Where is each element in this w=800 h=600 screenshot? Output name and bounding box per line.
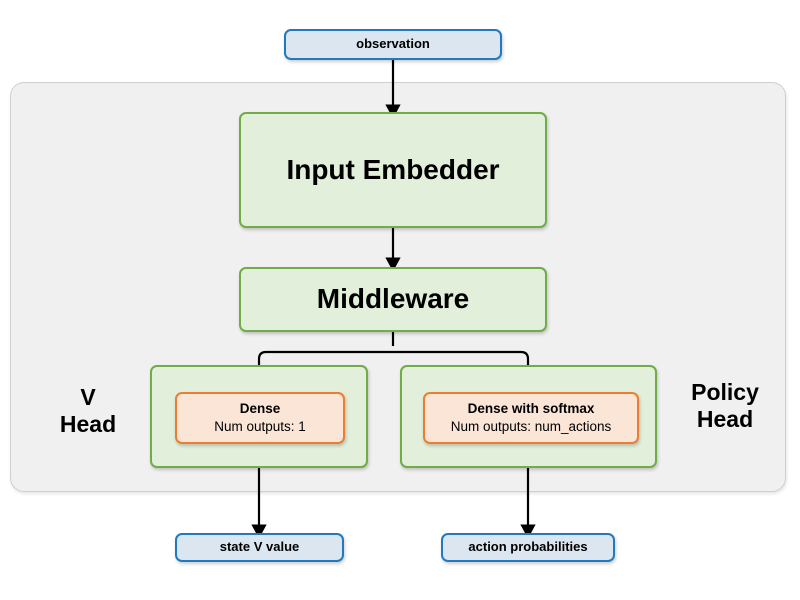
node-state-v-value[interactable]: state V value (175, 533, 344, 562)
node-middleware-label: Middleware (316, 283, 470, 315)
node-observation-label: observation (356, 36, 430, 52)
v-head-dense-box[interactable]: Dense Num outputs: 1 (175, 392, 345, 444)
v-head-label: V Head (59, 384, 117, 438)
policy-head-label: Policy Head (691, 379, 759, 433)
policy-head-group[interactable]: Dense with softmax Num outputs: num_acti… (400, 365, 657, 468)
node-action-probabilities-label: action probabilities (468, 539, 588, 555)
node-action-probabilities[interactable]: action probabilities (441, 533, 615, 562)
policy-head-dense-box[interactable]: Dense with softmax Num outputs: num_acti… (423, 392, 639, 444)
v-head-dense-title: Dense (239, 401, 281, 417)
node-observation[interactable]: observation (284, 29, 502, 60)
node-input-embedder[interactable]: Input Embedder (239, 112, 547, 228)
node-state-v-value-label: state V value (219, 539, 300, 555)
v-head-dense-subtitle: Num outputs: 1 (214, 419, 306, 434)
node-input-embedder-label: Input Embedder (286, 153, 500, 185)
policy-head-dense-title: Dense with softmax (467, 401, 595, 417)
policy-head-dense-subtitle: Num outputs: num_actions (450, 419, 612, 434)
v-head-group[interactable]: Dense Num outputs: 1 (150, 365, 368, 468)
node-middleware[interactable]: Middleware (239, 267, 547, 332)
